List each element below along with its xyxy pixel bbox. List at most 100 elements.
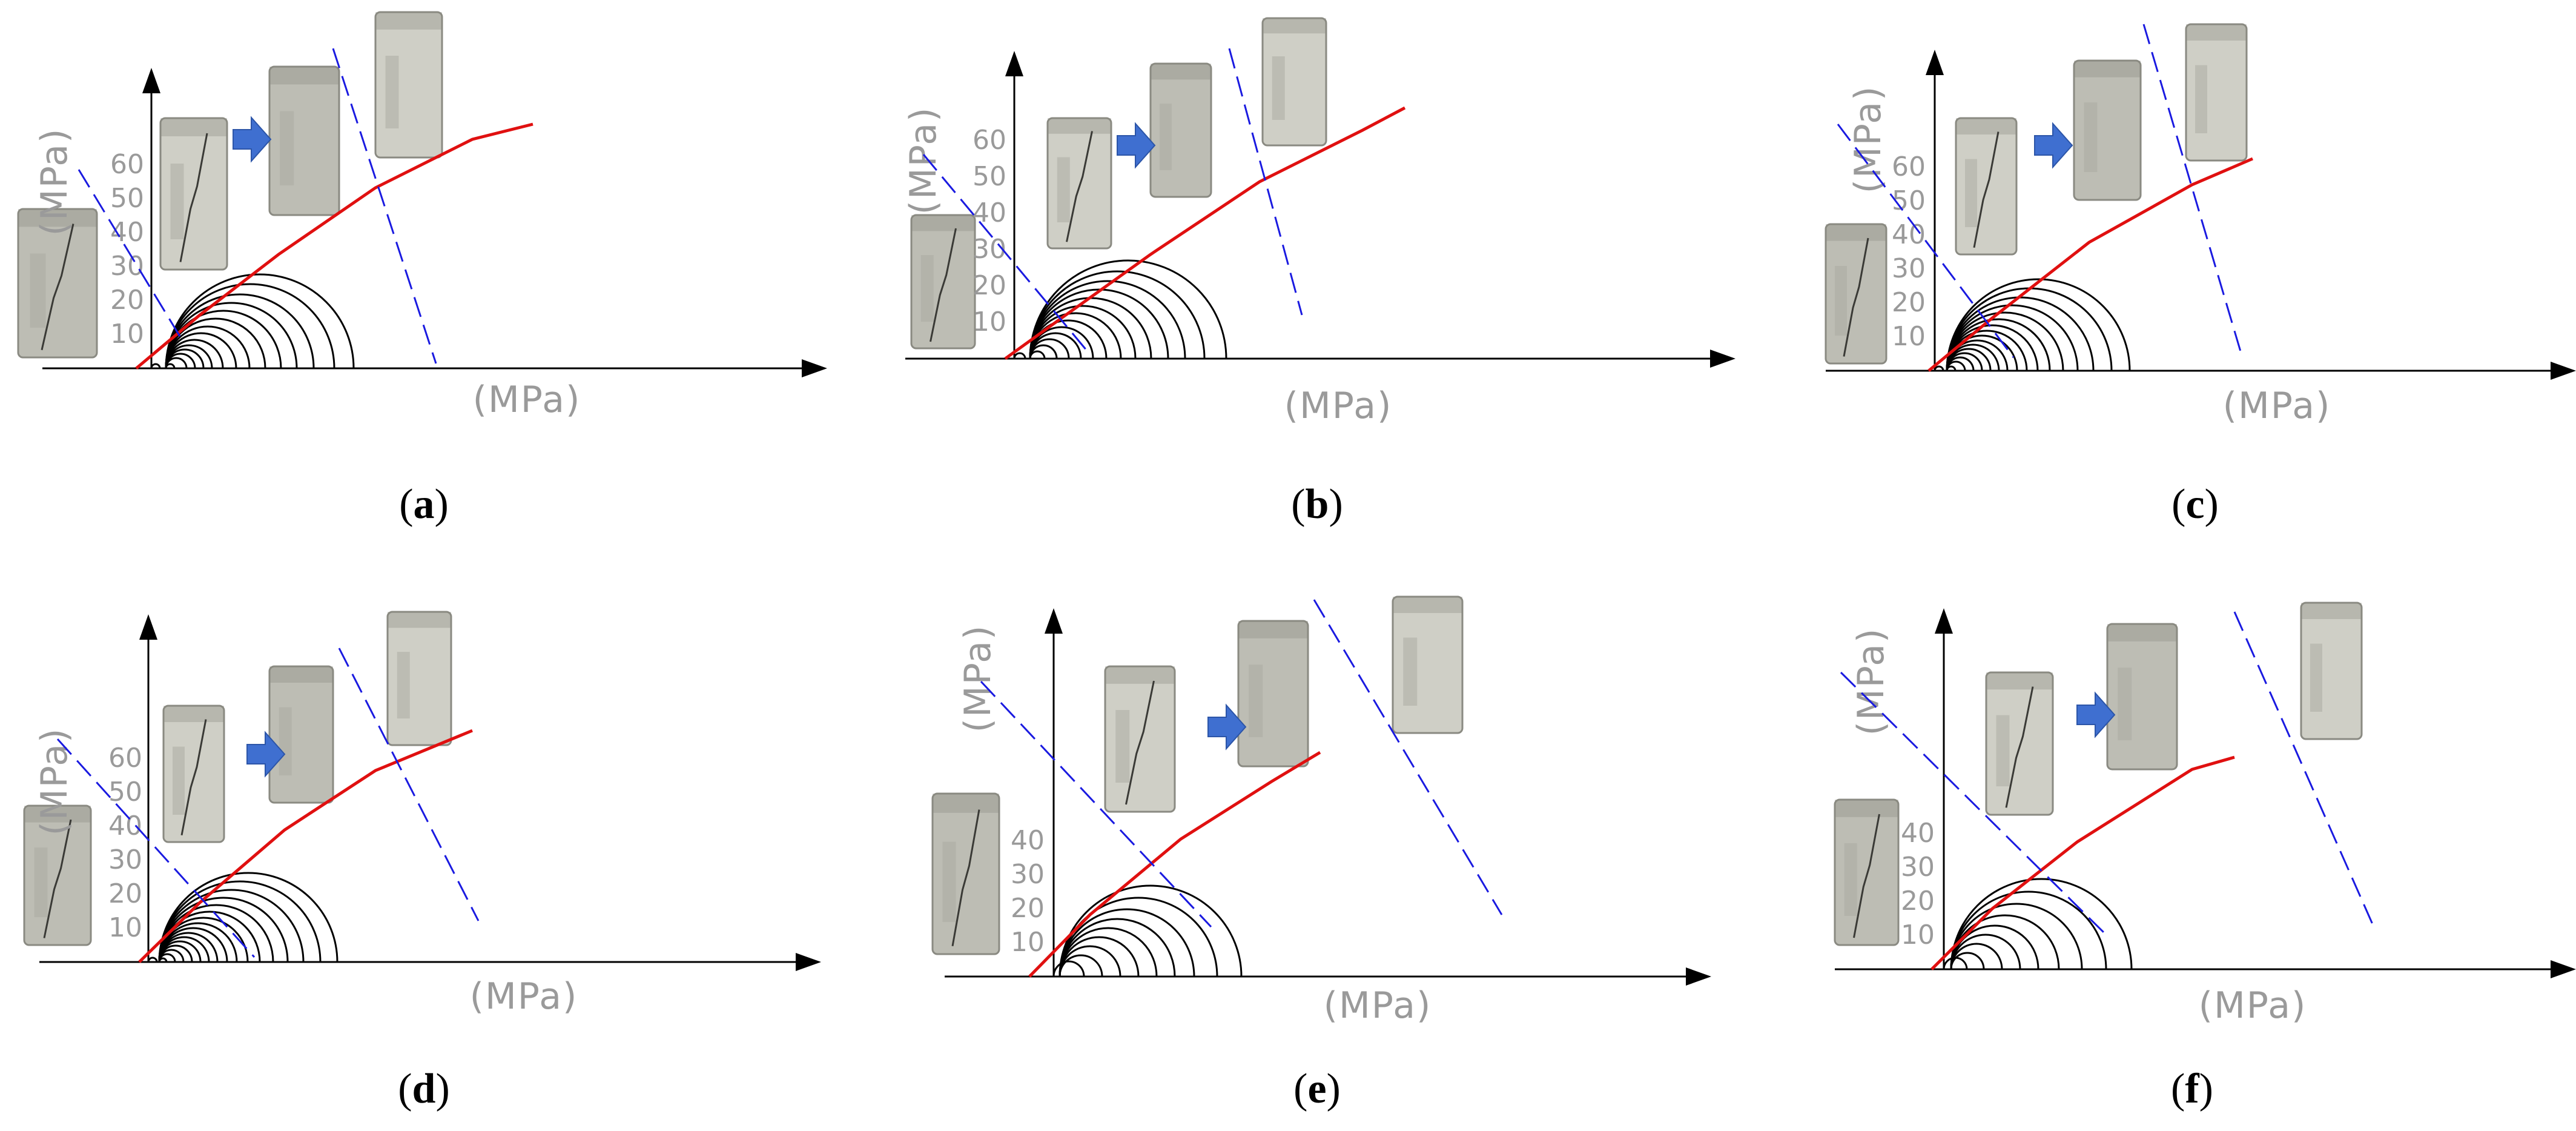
specimen-photo (1985, 671, 2054, 816)
specimen-photo (2073, 59, 2142, 201)
mohr-circle (1029, 280, 1186, 359)
failure-plane-line (78, 169, 183, 340)
mohr-circle (1950, 878, 2133, 970)
crack-line (951, 809, 980, 947)
mohr-circle (1946, 278, 2131, 371)
failure-envelope (138, 729, 473, 963)
right-block-arrow-icon (246, 731, 286, 778)
failure-envelope (135, 122, 533, 370)
crack-line (1853, 814, 1880, 938)
failure-envelope (1004, 106, 1406, 360)
mohr-circle (150, 363, 161, 369)
y-tick-label: 30 (1892, 253, 1926, 284)
mohr-circle (1950, 891, 2107, 970)
specimen-photo (2300, 602, 2363, 740)
panel-caption: (e) (1293, 1066, 1341, 1112)
panel-caption: (c) (2171, 481, 2219, 528)
failure-envelope (1927, 157, 2253, 372)
x-axis-label: (MPa) (2199, 984, 2307, 1027)
crack-line (1125, 680, 1155, 805)
y-axis-label: (MPa) (33, 728, 76, 836)
specimen-photo (1825, 223, 1887, 365)
mohr-circle (1950, 903, 2083, 970)
y-tick-label: 60 (108, 743, 142, 774)
y-tick-label: 20 (1011, 893, 1045, 924)
right-block-arrow-icon (1207, 703, 1247, 751)
failure-plane-line (332, 48, 437, 364)
mohr-circle (1950, 914, 2060, 970)
failure-plane-line (56, 738, 256, 958)
caption-letter: a (414, 481, 435, 528)
mohr-circle (1058, 897, 1218, 977)
specimen-photo (1149, 62, 1212, 198)
y-tick-label: 30 (1901, 852, 1935, 883)
y-axis-label: (MPa) (33, 128, 76, 236)
crack-line (43, 819, 72, 938)
crack-line (930, 228, 957, 342)
specimen-photo (2185, 23, 2248, 162)
specimen-photo (910, 214, 976, 350)
y-tick-label: 40 (973, 197, 1006, 228)
caption-letter: e (1307, 1066, 1326, 1112)
failure-plane-line (1228, 48, 1303, 316)
y-axis-label: (MPa) (957, 625, 999, 733)
failure-plane-line (1313, 599, 1503, 915)
panel-caption: (a) (399, 481, 449, 528)
y-tick-label: 20 (973, 270, 1006, 301)
specimen-photo (1955, 117, 2018, 256)
y-tick-label: 60 (1892, 151, 1926, 182)
failure-plane-line (1840, 671, 2109, 937)
y-tick-label: 50 (973, 161, 1006, 192)
panel-caption: (d) (398, 1066, 450, 1112)
y-axis-label: (MPa) (1850, 628, 1892, 736)
y-axis-label: (MPa) (1847, 85, 1889, 194)
specimen-photo (931, 792, 1000, 955)
y-tick-label: 10 (973, 307, 1006, 337)
y-tick-label: 40 (1011, 825, 1045, 856)
specimen-photo (386, 611, 452, 746)
mohr-circle (1058, 918, 1176, 977)
y-tick-label: 50 (108, 777, 142, 808)
failure-plane-line (922, 154, 1091, 355)
x-axis-label: (MPa) (470, 975, 578, 1018)
specimen-photo (374, 11, 443, 159)
right-block-arrow-icon (233, 116, 272, 163)
mohr-circle (1013, 352, 1026, 359)
caption-letter: c (2185, 481, 2204, 528)
failure-envelope (1028, 751, 1321, 978)
failure-plane-line (980, 680, 1212, 928)
y-axis-label: (MPa) (902, 107, 945, 215)
panel-caption: (f) (2171, 1066, 2213, 1112)
specimen-photo (1046, 117, 1112, 250)
y-tick-label: 40 (1892, 219, 1926, 250)
mohr-circle (1029, 270, 1206, 359)
mohr-circle (1029, 259, 1227, 359)
mohr-circle (1058, 908, 1195, 977)
x-axis-label: (MPa) (2223, 385, 2331, 427)
x-axis-label: (MPa) (473, 379, 581, 421)
specimen-photo (1237, 620, 1309, 768)
crack-line (1066, 131, 1093, 242)
y-tick-label: 60 (973, 125, 1006, 156)
y-tick-label: 10 (1892, 321, 1926, 352)
specimen-photo (2106, 623, 2178, 771)
mohr-circle (147, 957, 158, 963)
y-tick-label: 20 (110, 285, 144, 316)
x-axis-label: (MPa) (1324, 984, 1432, 1027)
y-tick-label: 10 (1901, 920, 1935, 950)
specimen-photo (1261, 17, 1327, 147)
specimen-photo (1104, 665, 1176, 813)
right-block-arrow-icon (2076, 691, 2116, 738)
y-tick-label: 60 (110, 149, 144, 180)
crack-line (41, 224, 74, 351)
y-tick-label: 20 (108, 878, 142, 909)
y-tick-label: 30 (973, 234, 1006, 265)
caption-letter: f (2185, 1066, 2199, 1112)
crack-line (1843, 237, 1869, 357)
specimen-photo (159, 117, 228, 271)
mohr-circle (158, 872, 339, 963)
specimen-photo (1392, 595, 1464, 734)
